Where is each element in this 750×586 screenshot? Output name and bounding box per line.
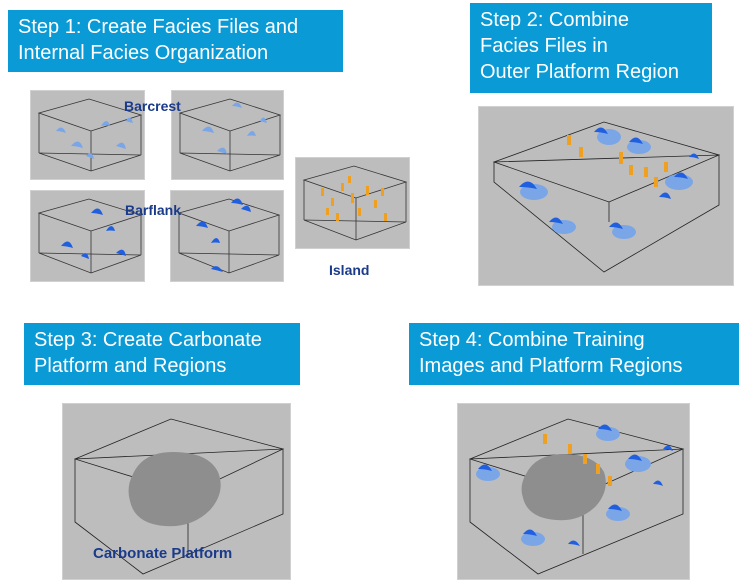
barcrest-label: Barcrest [124, 98, 181, 114]
barcrest-panel-1 [30, 90, 145, 180]
step-3-title-line-1: Step 3: Create Carbonate [34, 329, 262, 351]
barflank-panel-1 [30, 190, 145, 282]
island-label: Island [329, 262, 370, 278]
step-2-banner: Step 2: Combine Facies Files in Outer Pl… [470, 3, 712, 93]
step-4-banner: Step 4: Combine Training Images and Plat… [409, 323, 739, 385]
outer-platform-panel [478, 106, 734, 286]
step-3-title-line-2: Platform and Regions [34, 355, 227, 377]
island-panel [295, 157, 410, 249]
combined-panel [457, 403, 690, 580]
barflank-panel-2 [170, 190, 284, 282]
barflank-label: Barflank [125, 202, 182, 218]
step-2-title-line-2: Facies Files in [480, 35, 608, 57]
step-1-title-line-1: Step 1: Create Facies Files and [18, 16, 299, 38]
carbonate-platform-label: Carbonate Platform [93, 545, 233, 562]
step-1-banner: Step 1: Create Facies Files and Internal… [8, 10, 343, 72]
step-2-title-line-1: Step 2: Combine [480, 9, 629, 31]
barcrest-panel-2 [171, 90, 284, 180]
step-3-banner: Step 3: Create Carbonate Platform and Re… [24, 323, 300, 385]
platform-shape [128, 452, 221, 527]
step-1-title-line-2: Internal Facies Organization [18, 42, 269, 64]
step-4-title-line-1: Step 4: Combine Training [419, 329, 645, 351]
step-4-title-line-2: Images and Platform Regions [419, 355, 683, 377]
carbonate-platform-panel [62, 403, 291, 580]
step-2-title-line-3: Outer Platform Region [480, 61, 679, 83]
